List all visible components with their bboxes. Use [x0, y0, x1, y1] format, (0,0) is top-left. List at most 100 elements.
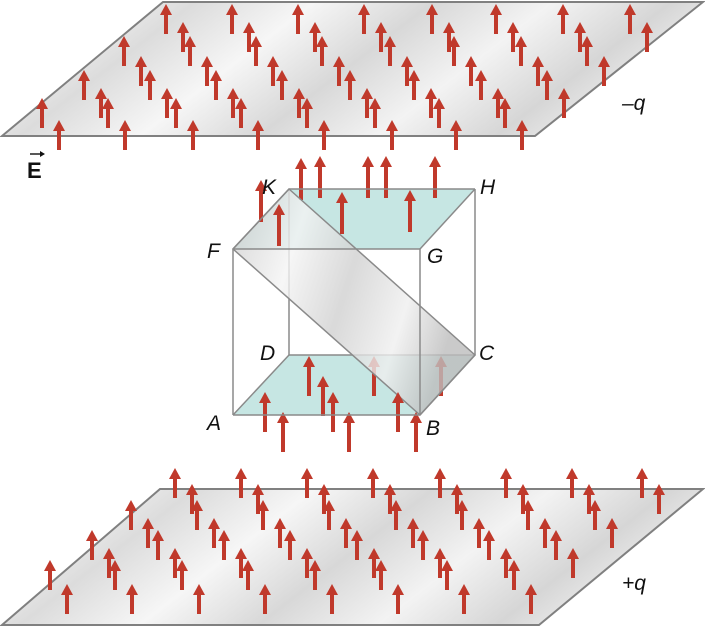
edge-fk [232, 188, 290, 250]
field-arrow [532, 56, 544, 86]
vertex-label-a: A [205, 412, 221, 435]
field-arrow [44, 560, 56, 590]
field-arrow [176, 560, 188, 590]
field-arrow [516, 120, 528, 150]
field-arrow [492, 88, 504, 118]
field-arrow [433, 98, 445, 128]
field-arrow [566, 468, 578, 498]
field-arrow [434, 468, 446, 498]
field-arrow [267, 56, 279, 86]
field-arrow [118, 36, 130, 66]
bottom-plate-field-arrows [44, 468, 665, 614]
field-arrow [177, 22, 189, 52]
field-arrow [295, 158, 307, 200]
field-arrow [284, 530, 296, 560]
field-arrow [126, 584, 138, 614]
cube-front-edges [232, 188, 476, 416]
vertex-label-b: B [426, 417, 440, 440]
field-arrow [193, 584, 205, 614]
field-arrow [61, 584, 73, 614]
field-arrow [589, 500, 601, 530]
edge-gh [419, 188, 476, 250]
vertex-label-f: F [207, 240, 221, 263]
field-arrow [401, 56, 413, 86]
cube-inner-field-arrows [295, 156, 447, 416]
field-arrow [490, 4, 502, 34]
field-arrow [483, 530, 495, 560]
field-arrow [558, 88, 570, 118]
field-arrow [441, 560, 453, 590]
vertex-label-k: K [262, 176, 277, 199]
field-arrow [86, 530, 98, 560]
field-arrow [252, 120, 264, 150]
field-arrow [317, 376, 329, 416]
field-arrow [119, 120, 131, 150]
field-arrow [361, 88, 373, 118]
field-arrow [557, 4, 569, 34]
field-arrow [500, 548, 512, 578]
field-arrow [186, 484, 198, 514]
top-plate-charge-label: –q [621, 92, 646, 115]
field-arrow [277, 412, 289, 452]
field-arrow [390, 500, 402, 530]
field-arrow [392, 392, 404, 432]
top-plate-field-arrows [36, 4, 653, 150]
field-arrow [384, 36, 396, 66]
field-arrow [473, 518, 485, 548]
field-arrow [410, 412, 422, 452]
field-arrow [227, 88, 239, 118]
field-arrow [169, 468, 181, 498]
field-arrow [301, 468, 313, 498]
field-arrow [499, 98, 511, 128]
field-arrow [184, 36, 196, 66]
field-arrow [250, 36, 262, 66]
cube-front-field-arrows [255, 180, 422, 452]
field-arrow [144, 70, 156, 100]
field-arrow [309, 22, 321, 52]
field-arrow [567, 548, 579, 578]
field-arrow [218, 530, 230, 560]
field-arrow [624, 4, 636, 34]
field-arrow [78, 70, 90, 100]
field-arrow [336, 192, 348, 234]
field-arrow [465, 56, 477, 86]
vector-arrowhead-icon [40, 151, 45, 157]
field-arrow [327, 392, 339, 432]
field-arrow [303, 356, 315, 396]
field-arrow [274, 518, 286, 548]
field-arrow [500, 468, 512, 498]
vertex-label-d: D [260, 342, 275, 365]
field-arrow [125, 500, 137, 530]
field-arrow [259, 584, 271, 614]
field-arrow [653, 484, 665, 514]
field-arrow [351, 530, 363, 560]
field-arrow [362, 156, 374, 198]
vertex-label-h: H [480, 176, 496, 199]
field-arrow [243, 22, 255, 52]
field-arrow [404, 190, 416, 232]
edge-bc [419, 354, 476, 416]
field-arrow [255, 180, 267, 222]
field-arrow [392, 584, 404, 614]
field-arrow [293, 88, 305, 118]
field-arrow [333, 56, 345, 86]
field-arrow [368, 548, 380, 578]
field-arrow [301, 548, 313, 578]
field-arrow [434, 548, 446, 578]
field-arrow [109, 560, 121, 590]
field-arrow [169, 548, 181, 578]
field-arrow [426, 4, 438, 34]
field-arrow [276, 70, 288, 100]
field-arrow [160, 4, 172, 34]
field-arrow [367, 468, 379, 498]
field-arrow [318, 120, 330, 150]
field-label-text: E [27, 158, 42, 183]
field-arrow [226, 4, 238, 34]
field-arrow [252, 484, 264, 514]
field-arrow [517, 484, 529, 514]
field-arrow [598, 56, 610, 86]
field-arrow [309, 560, 321, 590]
field-arrow [417, 530, 429, 560]
field-arrow [515, 36, 527, 66]
